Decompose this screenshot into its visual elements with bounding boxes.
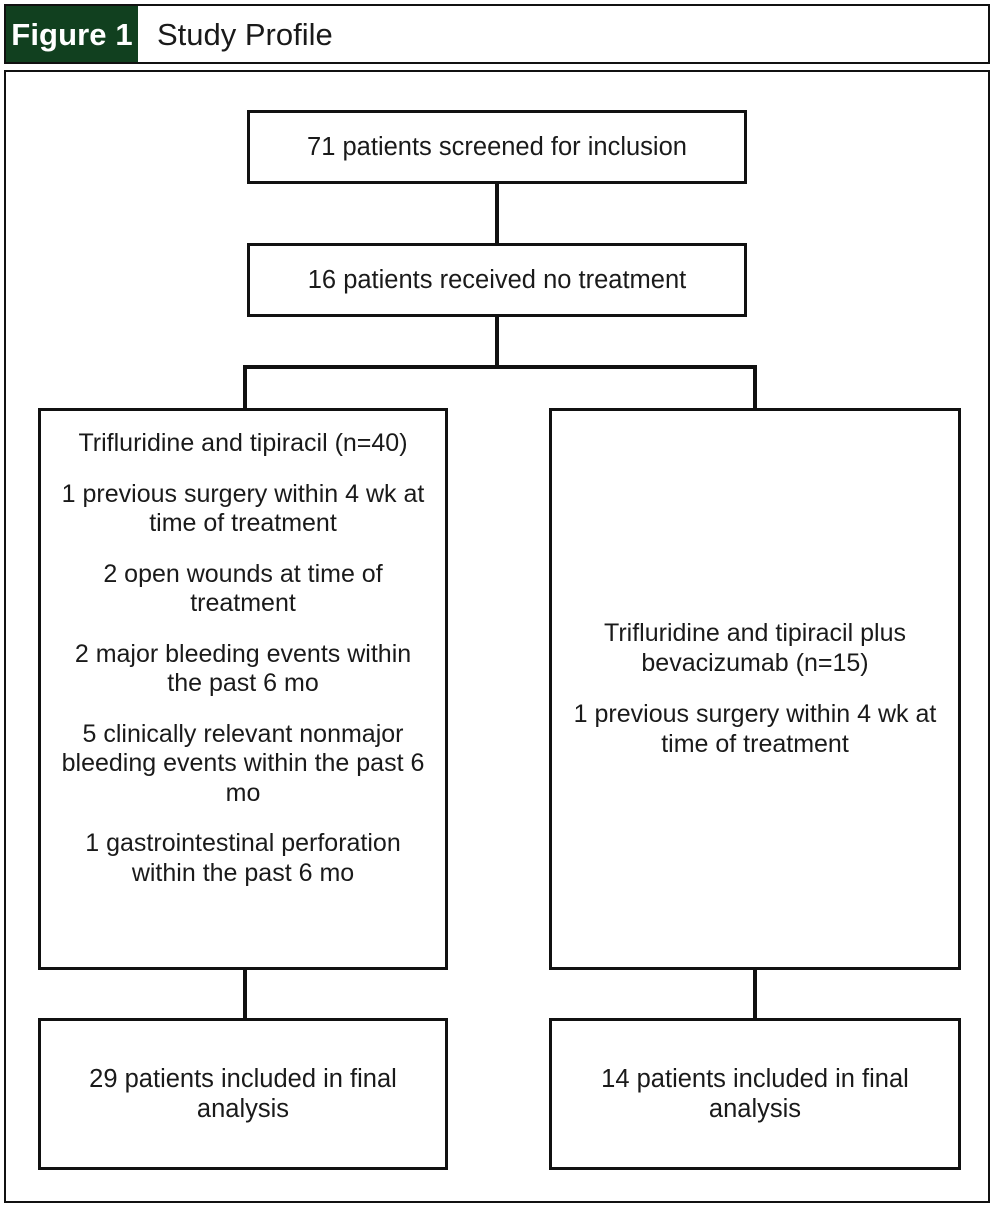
node-combo-line-1: Trifluridine and tipiracil plus bevacizu… — [604, 619, 906, 677]
connector-screened-to-no-treatment — [495, 184, 499, 243]
connector-drop-right-arm — [753, 365, 757, 410]
node-trifluridine-tipiracil-bevacizumab-arm: Trifluridine and tipiracil plus bevacizu… — [549, 408, 961, 970]
node-final-analysis-monotherapy: 29 patients included in final analysis — [38, 1018, 448, 1170]
figure-title-container: Study Profile — [138, 6, 988, 62]
connector-drop-left-arm — [243, 365, 247, 410]
node-patients-screened: 71 patients screened for inclusion — [247, 110, 747, 184]
node-mono-line-1: Trifluridine and tipiracil (n=40) — [78, 429, 408, 457]
connector-split-bar — [243, 365, 757, 369]
node-mono-line-5: 5 clinically relevant nonmajor bleeding … — [61, 719, 425, 807]
connector-left-arm-to-final — [243, 970, 247, 1020]
node-final-left-line-1: 29 patients included in final analysis — [89, 1064, 397, 1123]
node-mono-line-2: 1 previous surgery within 4 wk at time o… — [61, 479, 425, 538]
node-trifluridine-tipiracil-arm: Trifluridine and tipiracil (n=40) 1 prev… — [38, 408, 448, 970]
node-received-no-treatment: 16 patients received no treatment — [247, 243, 747, 317]
node-final-right-line-1: 14 patients included in final analysis — [601, 1064, 909, 1123]
node-no-treatment-line-1: 16 patients received no treatment — [307, 265, 687, 294]
node-mono-line-4: 2 major bleeding events within the past … — [74, 639, 412, 698]
node-mono-line-3: 2 open wounds at time of treatment — [103, 559, 383, 618]
figure-number-badge: Figure 1 — [6, 6, 138, 62]
figure-header: Figure 1 Study Profile — [4, 4, 990, 64]
connector-no-treatment-stem — [495, 317, 499, 369]
node-mono-line-6: 1 gastrointestinal perforation within th… — [85, 829, 401, 887]
figure-title: Study Profile — [157, 16, 333, 52]
node-combo-line-2: 1 previous surgery within 4 wk at time o… — [573, 700, 937, 758]
node-screened-line-1: 71 patients screened for inclusion — [307, 132, 687, 161]
connector-right-arm-to-final — [753, 970, 757, 1020]
figure-number-label: Figure 1 — [11, 16, 133, 52]
node-final-analysis-combination: 14 patients included in final analysis — [549, 1018, 961, 1170]
